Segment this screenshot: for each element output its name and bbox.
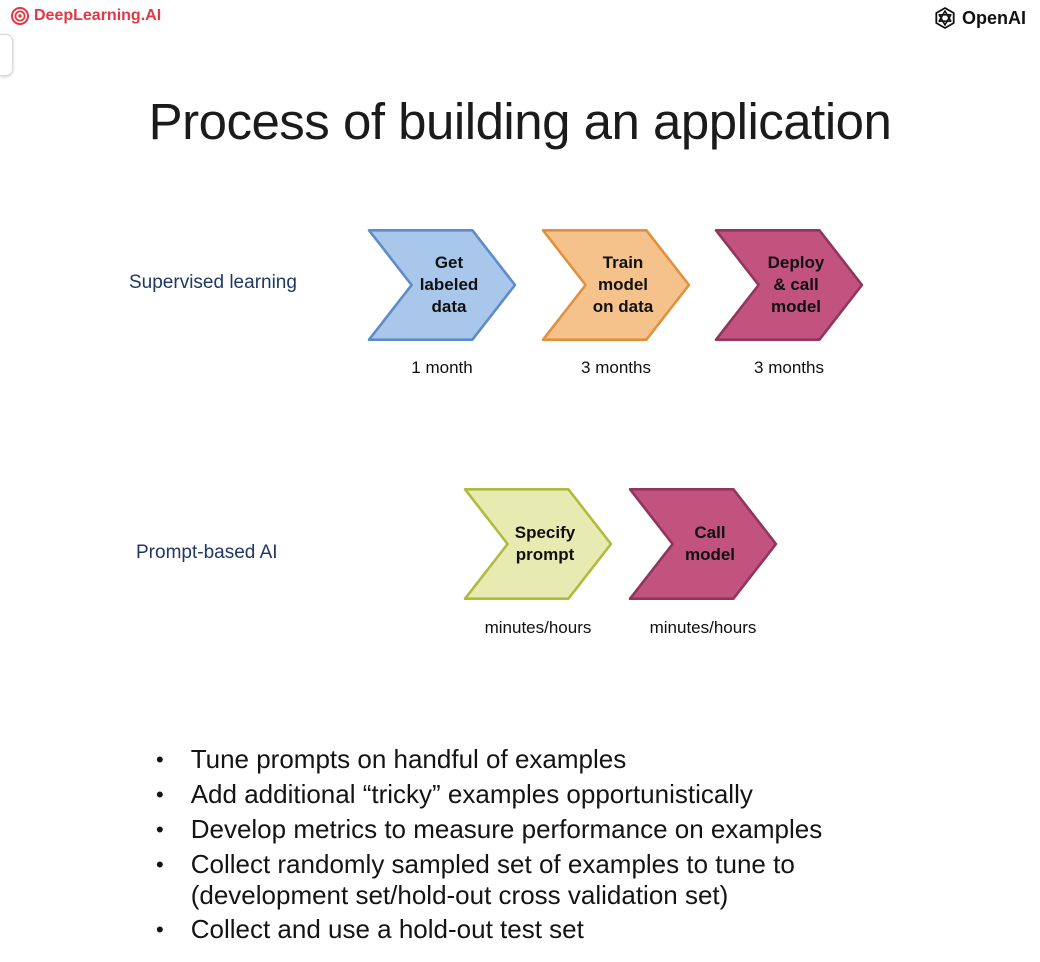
openai-logo-icon [933,6,957,30]
deeplearning-logo-text: DeepLearning.AI [34,7,162,24]
bullet-list: Tune prompts on handful of examples Add … [152,744,952,949]
deeplearning-logo-icon [10,6,30,26]
openai-logo-text: OpenAI [961,7,1026,28]
row-label-supervised-learning: Supervised learning [129,272,297,293]
chevron-step-deploy-call-model: Deploy & call model [713,228,865,342]
step-time: 3 months [754,358,824,377]
bullet-item: Tune prompts on handful of examples [152,744,952,776]
chevron-step-call-model: Call model [627,487,779,601]
step-time: minutes/hours [484,618,592,637]
page-title: Process of building an application [148,93,892,150]
side-panel-handle[interactable] [0,34,13,76]
step-time: minutes/hours [649,618,757,637]
chevron-step-label: Deploy & call model [767,252,825,317]
bullet-text: Tune prompts on handful of examples [190,744,627,774]
chevron-step-label: Specify prompt [514,522,576,564]
deeplearning-logo: DeepLearning.AI [10,6,161,26]
chevron-step-train-model-on-data: Train model on data [540,228,692,342]
chevron-step-label: Get labeled data [419,252,479,317]
row-label-prompt-based-ai: Prompt-based AI [136,542,278,563]
chevron-step-specify-prompt: Specify prompt [462,487,614,601]
bullet-item: Collect randomly sampled set of examples… [152,849,952,911]
chevron-step-label: Train model on data [592,252,654,317]
bullet-item: Develop metrics to measure performance o… [152,814,952,846]
bullet-text: Develop metrics to measure performance o… [190,813,823,844]
step-time: 1 month [411,358,473,377]
bullet-text: Add additional “tricky” examples opportu… [190,778,753,809]
bullet-item: Add additional “tricky” examples opportu… [152,779,952,811]
bullet-text: Collect randomly sampled set of examples… [190,848,795,910]
bullet-text: Collect and use a hold-out test set [190,914,584,945]
chevron-step-label: Call model [684,522,736,564]
chevron-step-get-labeled-data: Get labeled data [366,228,518,342]
step-time: 3 months [581,358,651,377]
bullet-item: Collect and use a hold-out test set [152,914,952,946]
openai-logo: OpenAI [933,6,1026,30]
